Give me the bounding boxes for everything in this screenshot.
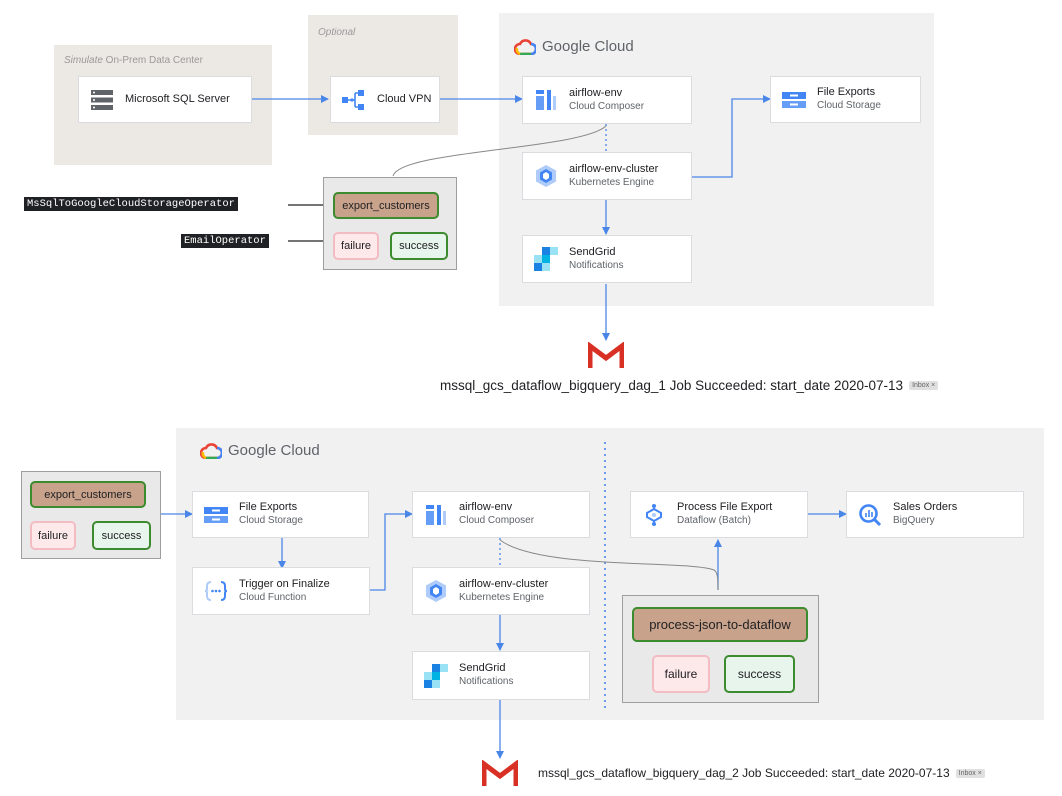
task-success[interactable]: success xyxy=(92,521,151,550)
node-title: airflow-env xyxy=(459,501,513,514)
server-icon xyxy=(89,87,115,113)
email-notification-2: mssql_gcs_dataflow_bigquery_dag_2 Job Su… xyxy=(538,766,985,780)
task-export-customers[interactable]: export_customers xyxy=(30,481,146,508)
node-subtitle: Notifications xyxy=(459,676,514,688)
node-subtitle: Kubernetes Engine xyxy=(459,591,545,603)
gmail-icon xyxy=(587,341,625,375)
node-subtitle: Cloud Storage xyxy=(817,100,881,112)
node-title: airflow-env-cluster xyxy=(459,577,549,590)
vpn-icon xyxy=(341,87,367,113)
sql-server-node[interactable]: Microsoft SQL Server xyxy=(78,76,252,123)
cloud-storage-icon xyxy=(203,502,229,528)
task-export-customers[interactable]: export_customers xyxy=(333,192,439,219)
kubernetes-engine-icon xyxy=(423,578,449,604)
node-subtitle: Dataflow (Batch) xyxy=(677,515,751,527)
task-failure[interactable]: failure xyxy=(333,232,379,260)
node-title: File Exports xyxy=(817,86,876,99)
cloud-composer-icon xyxy=(423,502,449,528)
inbox-badge: Inbox × xyxy=(955,768,985,778)
dataflow-icon xyxy=(641,502,667,528)
node-subtitle: Cloud Function xyxy=(239,591,307,603)
node-title: File Exports xyxy=(239,501,298,514)
task-process-json-to-dataflow[interactable]: process-json-to-dataflow xyxy=(632,607,808,642)
cloud-function-icon xyxy=(203,578,229,604)
node-subtitle: Kubernetes Engine xyxy=(569,176,655,188)
node-title: airflow-env-cluster xyxy=(569,162,659,175)
cloud-composer-icon xyxy=(533,87,559,113)
email-notification-1: mssql_gcs_dataflow_bigquery_dag_1 Job Su… xyxy=(440,378,939,393)
task-failure[interactable]: failure xyxy=(652,655,710,693)
cloud-vpn-node[interactable]: Cloud VPN xyxy=(330,76,440,123)
node-subtitle: BigQuery xyxy=(893,515,935,527)
cloud-storage-icon xyxy=(781,87,807,113)
kubernetes-engine-icon xyxy=(533,163,559,189)
operator-label-mssql: MsSqlToGoogleCloudStorageOperator xyxy=(24,197,238,211)
node-title: SendGrid xyxy=(459,662,506,675)
inbox-badge: Inbox × xyxy=(909,381,939,390)
node-subtitle: Cloud Composer xyxy=(569,100,645,112)
bigquery-icon xyxy=(857,502,883,528)
node-title: SendGrid xyxy=(569,245,616,258)
node-title: Sales Orders xyxy=(893,501,958,514)
node-subtitle: Cloud Storage xyxy=(239,515,303,527)
node-title: Cloud VPN xyxy=(377,92,432,105)
onprem-region-label: Simulate On-Prem Data Center xyxy=(64,55,203,66)
node-subtitle: Notifications xyxy=(569,259,624,271)
sendgrid-icon xyxy=(423,663,449,689)
node-title: airflow-env xyxy=(569,86,623,99)
google-cloud-logo-top: Google Cloud xyxy=(514,38,634,55)
task-failure[interactable]: failure xyxy=(30,521,76,550)
google-cloud-icon xyxy=(200,442,222,459)
gmail-icon xyxy=(481,759,519,793)
node-title: Microsoft SQL Server xyxy=(125,92,230,105)
task-success[interactable]: success xyxy=(390,232,448,260)
google-cloud-logo-bottom: Google Cloud xyxy=(200,442,320,459)
task-success[interactable]: success xyxy=(724,655,795,693)
sendgrid-icon xyxy=(533,246,559,272)
node-title: Process File Export xyxy=(677,501,773,514)
google-cloud-icon xyxy=(514,38,536,55)
operator-label-email: EmailOperator xyxy=(181,234,269,248)
optional-region-label: Optional xyxy=(318,27,356,38)
node-title: Trigger on Finalize xyxy=(239,577,330,590)
node-subtitle: Cloud Composer xyxy=(459,515,535,527)
